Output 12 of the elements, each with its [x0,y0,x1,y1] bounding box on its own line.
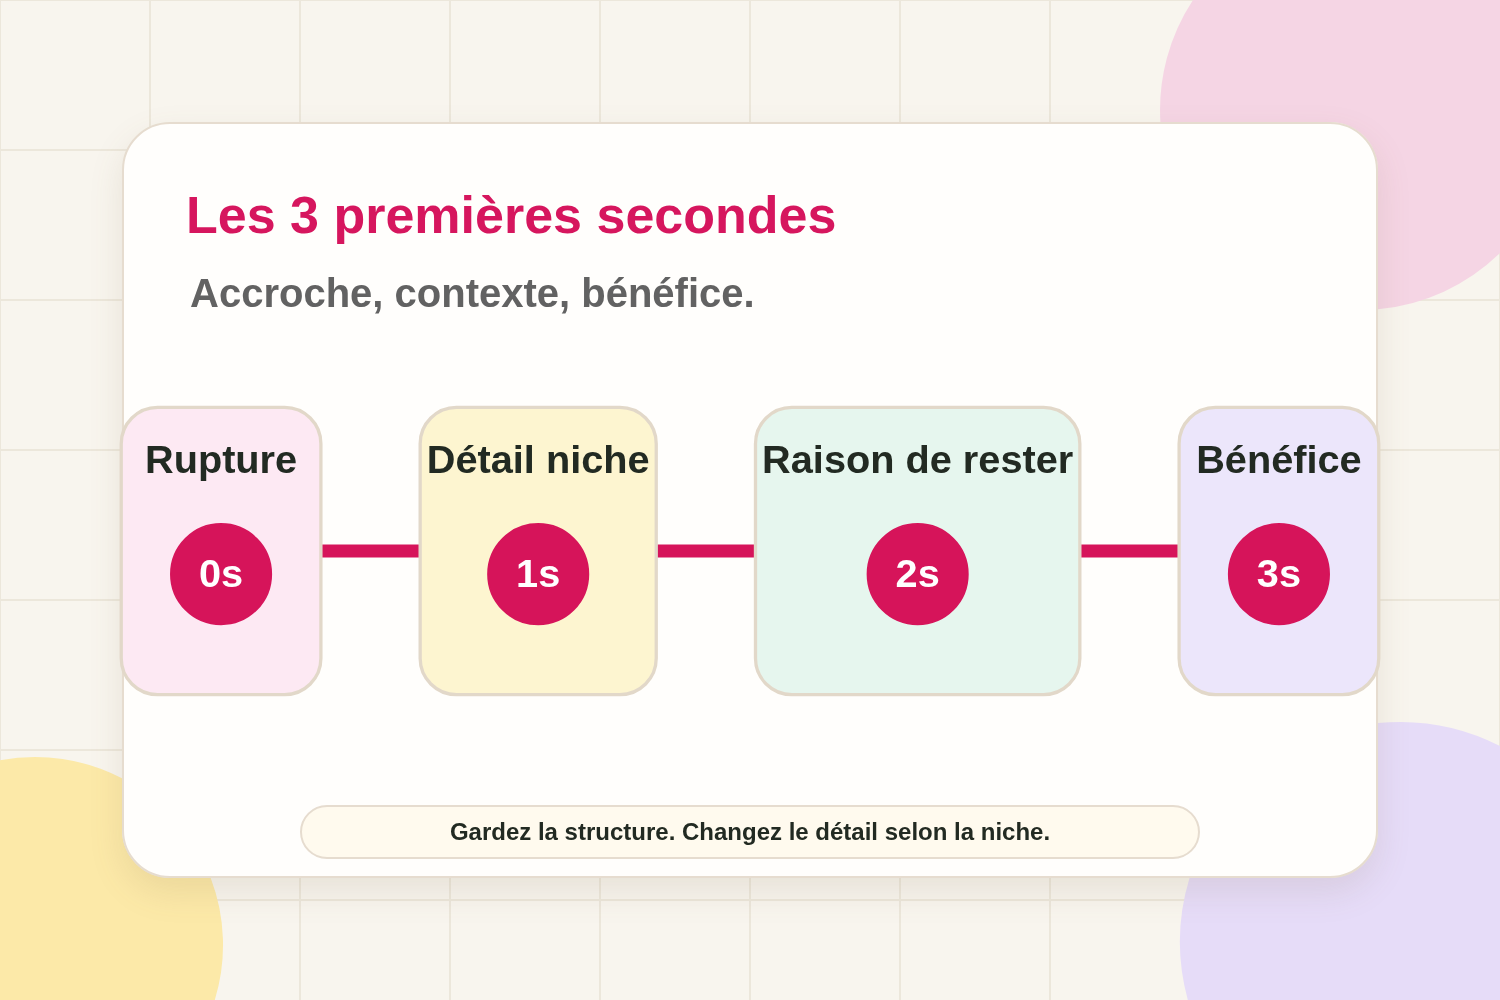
cluster [119,405,323,697]
node-circle [866,523,969,626]
caption-banner: Gardez la structure. Changez le détail selon la niche. [300,805,1200,859]
cluster [753,405,1082,697]
title: Les 3 premières secondes [186,185,837,246]
subtitle: Accroche, contexte, bénéfice. [190,270,755,317]
node-circle [1227,523,1330,626]
node-circle [487,523,590,626]
cluster [1177,405,1381,697]
cluster [418,405,658,697]
flowchart: Bénéfice 3s Raison de rester 2s Détail niche 1s Rupture 0s [108,388,1392,714]
node-circle [170,523,273,626]
